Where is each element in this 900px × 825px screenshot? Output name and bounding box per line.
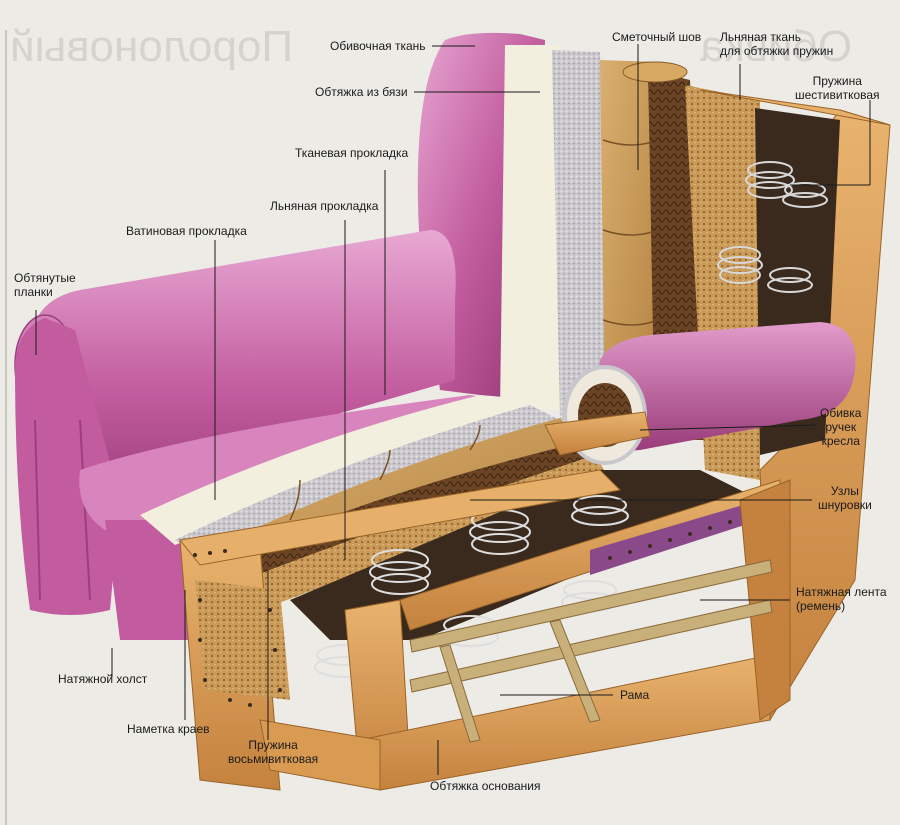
label-tension-strap: Натяжная лента (ремень): [796, 585, 887, 613]
base-frame-bottom-rail: [359, 654, 771, 791]
lacing-rail: [590, 500, 760, 575]
front-frame-burlap-panel: [195, 580, 290, 700]
seat-stitch-seams: [289, 424, 481, 521]
label-edge-basting: Наметка краев: [127, 722, 210, 736]
frame-tacks: [193, 549, 282, 707]
label-linen-spring-cover: Льняная ткань для обтяжки пружин: [720, 30, 834, 58]
label-tension-canvas: Натяжной холст: [58, 672, 148, 686]
label-eight-coil-spring: Пружина восьмивитковая: [228, 738, 319, 766]
back-top-roll: [622, 61, 688, 83]
label-basting-seam: Сметочный шов: [612, 30, 702, 44]
label-lacing-knots: Узлы шнуровки: [818, 484, 872, 512]
front-frame-top-rail: [179, 469, 622, 566]
label-batting-padding: Ватиновая прокладка: [126, 224, 247, 238]
label-linen-padding: Льняная прокладка: [270, 199, 379, 213]
right-arm-wood-rail: [544, 411, 651, 456]
seat-calico: [140, 395, 530, 545]
chair-back-calico: [500, 45, 568, 410]
label-six-coil-spring: Пружина шестивитковая: [795, 74, 880, 102]
base-frame-side-rail: [259, 719, 381, 791]
webbing-straps: [409, 559, 773, 743]
label-upholstery-fabric: Обивочная ткань: [330, 39, 426, 53]
chair-back-batting: [552, 50, 610, 420]
front-panel-pleat: [34, 419, 41, 601]
leader-lines: [35, 44, 871, 775]
left-arm-fabric: [30, 230, 456, 500]
back-springs: [717, 161, 828, 293]
seat-front-skirt: [105, 520, 190, 640]
right-arm-fabric: [595, 322, 856, 451]
left-arm-front-panel: [15, 318, 120, 615]
label-fabric-padding: Тканевая прокладка: [295, 146, 409, 160]
label-covered-slats: Обтянутые планки: [14, 271, 76, 299]
label-armrest-upholstery: Обивка ручек кресла: [820, 406, 862, 448]
label-base-cover: Обтяжка основания: [430, 779, 541, 793]
label-frame: Рама: [620, 688, 650, 702]
front-panel-pleat: [79, 419, 91, 601]
label-calico-cover: Обтяжка из бязи: [315, 85, 408, 99]
back-frame-top: [699, 89, 891, 126]
